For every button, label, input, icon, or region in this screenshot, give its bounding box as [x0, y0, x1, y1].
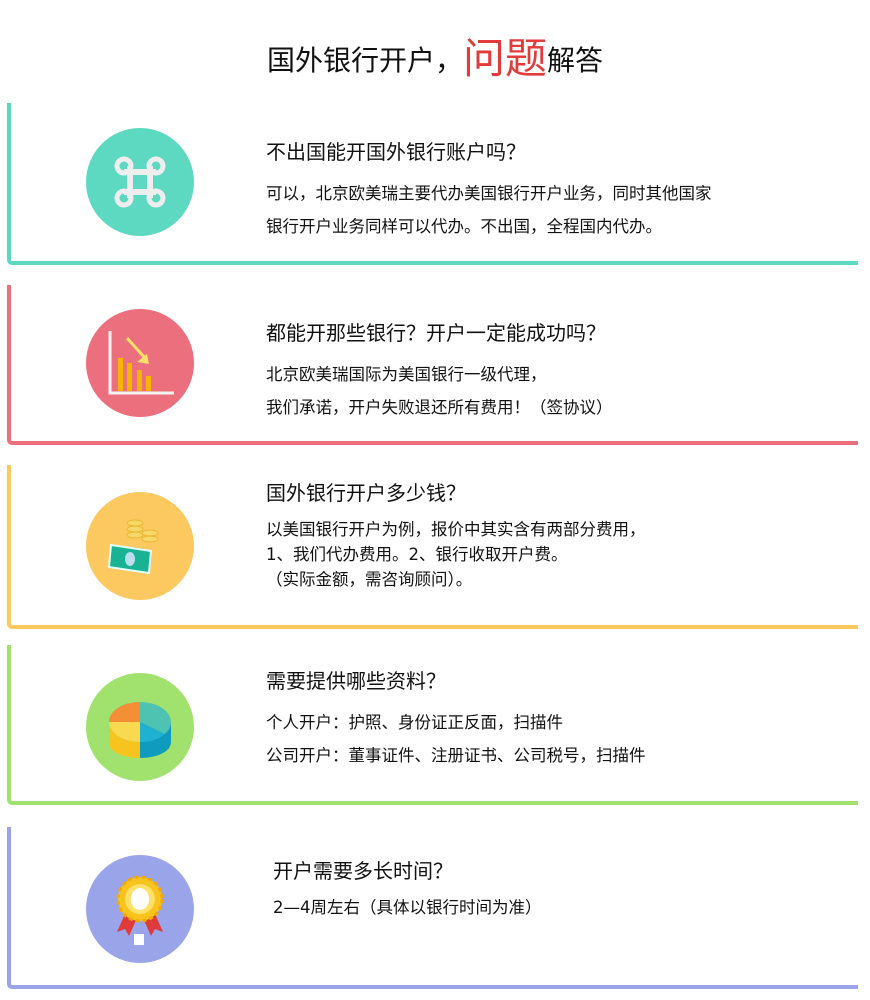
faq-card: 开户需要多长时间？ 2—4周左右（具体以银行时间为准）: [7, 827, 858, 989]
faq-answer-line: 个人开户：护照、身份证正反面，扫描件: [266, 713, 563, 732]
faq-question: 都能开那些银行？开户一定能成功吗？: [266, 321, 606, 345]
faq-card: 不出国能开国外银行账户吗？ 可以，北京欧美瑞主要代办美国银行开户业务，同时其他国家…: [7, 103, 858, 265]
declining-chart-icon: [86, 309, 194, 417]
title-highlight: 问题: [462, 34, 547, 83]
pie-chart-icon: [86, 673, 194, 781]
faq-card: 需要提供哪些资料？ 个人开户：护照、身份证正反面，扫描件公司开户：董事证件、注册证…: [7, 645, 858, 805]
faq-card: 国外银行开户多少钱？ 以美国银行开户为例，报价中其实含有两部分费用， 1、我们代办费…: [7, 465, 858, 629]
faq-answer-line: 银行开户业务同样可以代办。不出国，全程国内代办。: [266, 217, 662, 236]
faq-answer-line: 2—4周左右（具体以银行时间为准）: [273, 898, 542, 917]
award-medal-icon: [86, 855, 194, 963]
faq-card: 都能开那些银行？开户一定能成功吗？ 北京欧美瑞国际为美国银行一级代理， 我们承诺，开…: [7, 285, 858, 445]
money-coins-icon: [86, 492, 194, 600]
faq-question: 需要提供哪些资料？: [266, 669, 446, 693]
faq-answer-line: 我们承诺，开户失败退还所有费用！（签协议）: [266, 398, 613, 417]
faq-answer-line: 公司开户：董事证件、注册证书、公司税号，扫描件: [266, 746, 646, 765]
page-title: 国外银行开户，问题解答: [0, 34, 870, 86]
faq-answer-line: 北京欧美瑞国际为美国银行一级代理，: [266, 365, 547, 384]
faq-question: 不出国能开国外银行账户吗？: [266, 140, 526, 164]
faq-answer-line: （实际金额，需咨询顾问）。: [266, 569, 473, 589]
title-text-end: 解答: [547, 44, 604, 77]
faq-answer-line: 可以，北京欧美瑞主要代办美国银行开户业务，同时其他国家: [266, 184, 712, 203]
faq-answer-line: 1、我们代办费用。2、银行收取开户费。: [266, 544, 568, 564]
faq-question: 国外银行开户多少钱？: [266, 481, 466, 505]
title-text: 国外银行开户，: [266, 44, 463, 77]
faq-answer-line: 以美国银行开户为例，报价中其实含有两部分费用，: [266, 520, 646, 539]
command-icon: [86, 128, 194, 236]
faq-question: 开户需要多长时间？: [273, 859, 453, 883]
